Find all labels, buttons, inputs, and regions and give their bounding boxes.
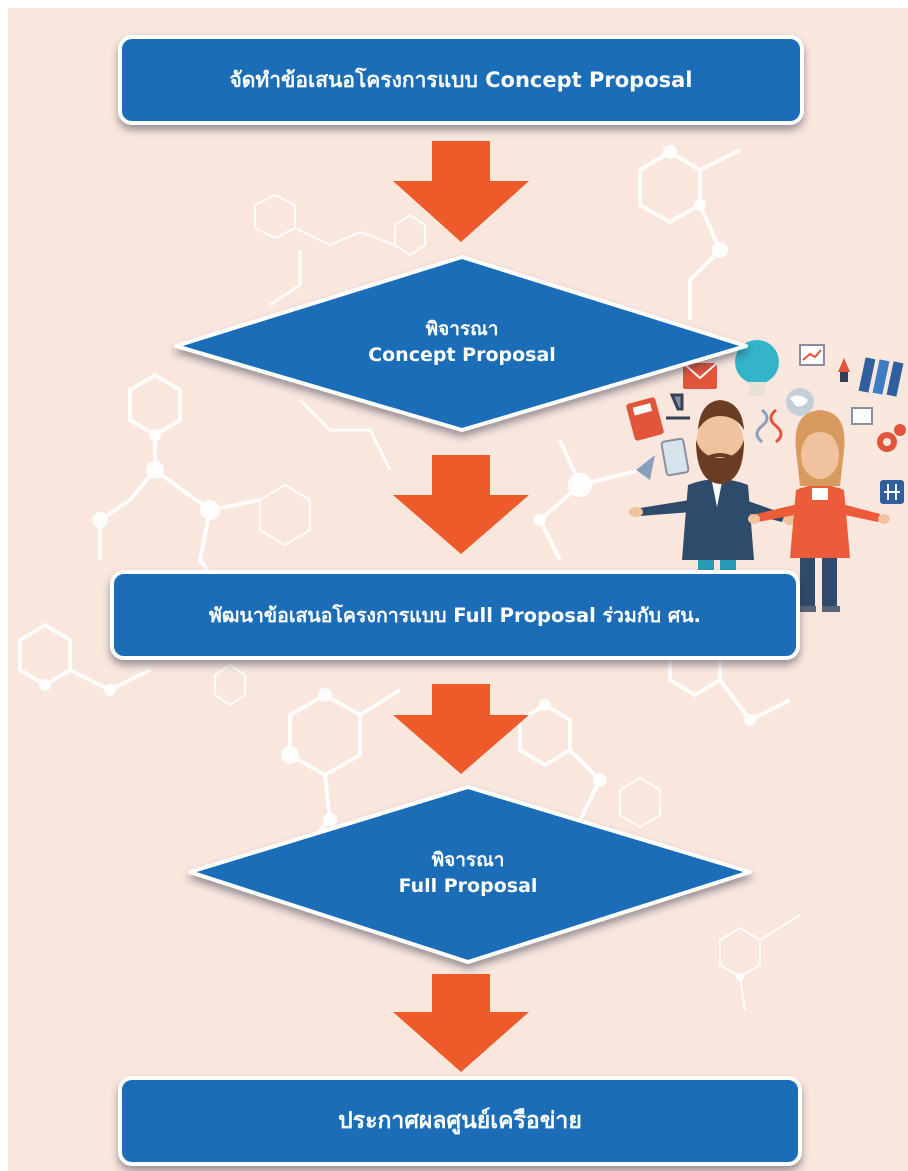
decision-1-line2: Concept Proposal [368, 344, 556, 366]
microscope-icon [666, 393, 690, 420]
rocket-icon [838, 358, 850, 382]
extra-icon [851, 407, 873, 425]
ruler-icon [636, 455, 655, 480]
arrow-down-3 [393, 684, 529, 774]
dna-icon [755, 408, 783, 444]
decision-2-text: พิจารณา Full Proposal [318, 847, 618, 899]
decision-diamond-2 [188, 785, 752, 964]
calculator-icon [626, 397, 664, 441]
woman [748, 410, 890, 612]
arrow-down-1 [393, 141, 529, 242]
decision-1-text: พิจารณา Concept Proposal [312, 316, 612, 368]
process-step-3-label: ประกาศผลศูนย์เครือข่าย [338, 1108, 582, 1134]
process-step-3: ประกาศผลศูนย์เครือข่าย [118, 1076, 802, 1166]
decision-2-line2: Full Proposal [398, 875, 538, 897]
process-step-1: จัดทำข้อเสนอโครงการแบบ Concept Proposal [118, 35, 804, 125]
decision-2-line1: พิจารณา [431, 849, 505, 871]
process-step-2-label: พัฒนาข้อเสนอโครงการแบบ Full Proposal ร่ว… [209, 603, 701, 627]
gear-icon [877, 424, 906, 452]
decision-1-line1: พิจารณา [425, 318, 499, 340]
process-step-2: พัฒนาข้อเสนอโครงการแบบ Full Proposal ร่ว… [110, 570, 800, 660]
globe-icon [786, 388, 814, 416]
binders-icon [858, 357, 904, 397]
grid-icon [880, 480, 904, 504]
process-step-1-label: จัดทำข้อเสนอโครงการแบบ Concept Proposal [229, 67, 693, 92]
decision-diamond-1 [174, 255, 748, 432]
arrow-down-4 [393, 974, 529, 1072]
envelope-icon [682, 362, 718, 389]
lightbulb-icon [735, 340, 779, 396]
molecule-nodes [39, 145, 756, 981]
chart-icon [799, 344, 825, 366]
arrow-down-2 [393, 455, 529, 554]
tablet-icon [660, 437, 690, 477]
